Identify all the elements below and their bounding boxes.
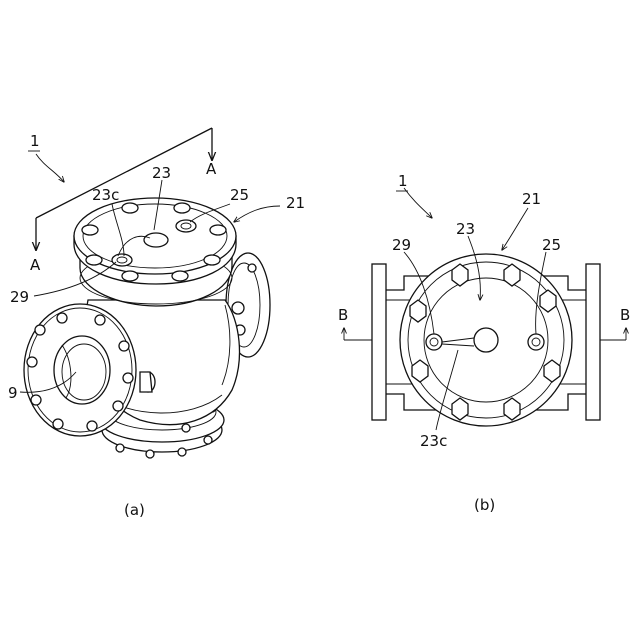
label-b-body: 21 [522,190,541,208]
label-b-plug-right: 25 [542,236,561,254]
label-a-cover: 23 [152,164,171,182]
label-b-assembly: 1 [398,172,408,190]
label-b-cover: 23 [456,220,475,238]
caption-a: (a) [124,501,145,519]
label-b-section-left: B [338,306,348,324]
label-a-assembly: 1 [30,132,40,150]
label-b-plug-left: 29 [392,236,411,254]
label-a-cover-part: 23c [92,186,119,204]
label-a-port: 9 [8,384,18,402]
plug-29-a [112,254,132,266]
label-b-cover-part: 23c [420,432,447,450]
view-a-drawing [20,128,280,458]
plug-25-b [528,334,544,350]
left-port-flange [24,304,136,436]
label-a-section-top: A [206,160,217,178]
top-flange-cover [74,198,236,306]
caption-b: (b) [474,496,495,514]
right-flange-b [586,264,600,420]
label-a-body: 21 [286,194,305,212]
plug-29-b [426,334,442,350]
label-a-section-left: A [30,256,41,274]
label-b-section-right: B [620,306,630,324]
view-b-drawing [344,188,626,430]
label-a-plug-right: 25 [230,186,249,204]
left-flange-b [372,264,386,420]
plug-25-a [176,220,196,232]
label-a-plug-left: 29 [10,288,29,306]
